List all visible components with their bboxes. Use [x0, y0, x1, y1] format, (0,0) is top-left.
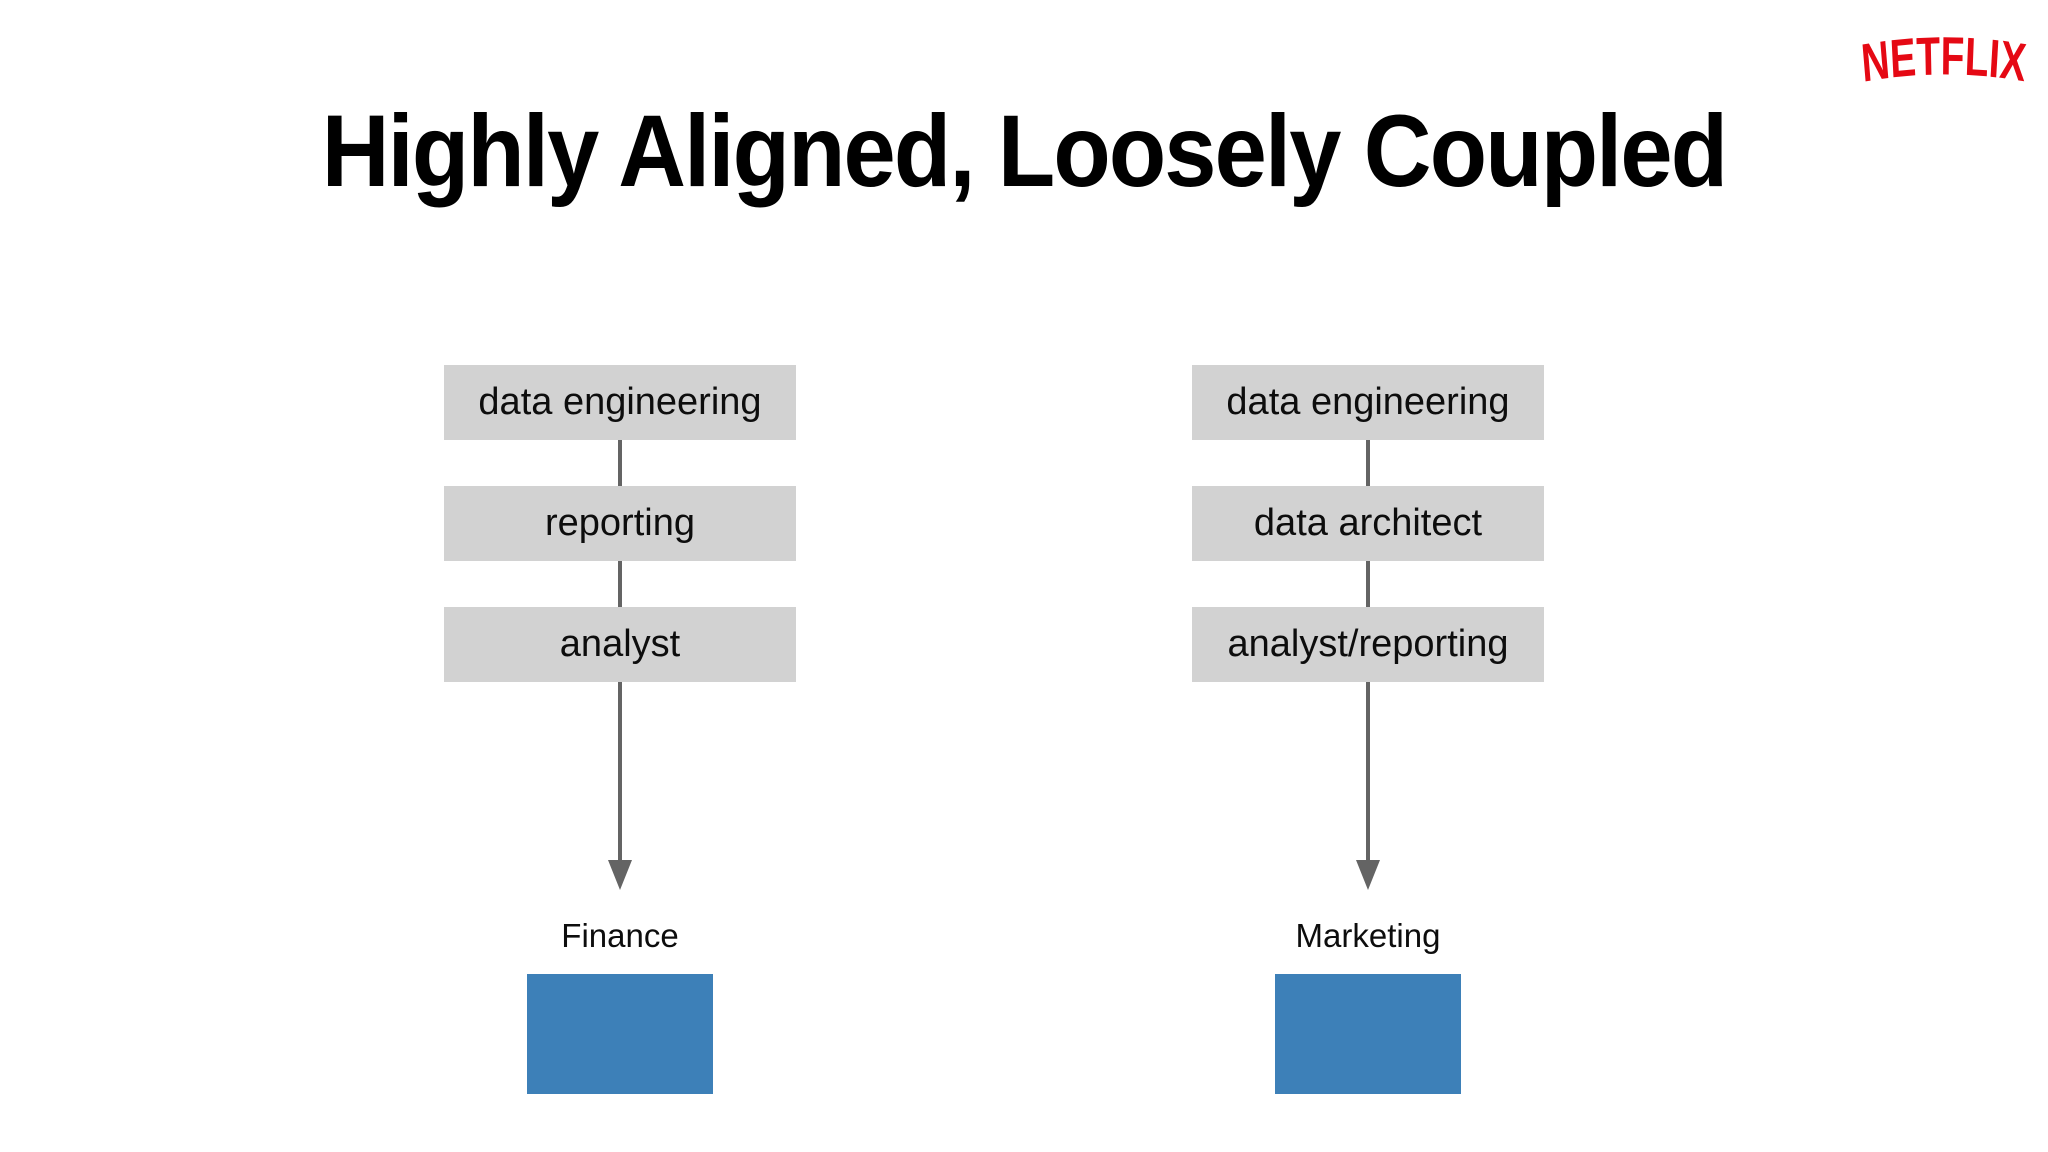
chain-node-analyst-reporting: analyst/reporting	[1192, 607, 1544, 682]
connector-line	[618, 561, 622, 607]
department-label-finance: Finance	[561, 917, 679, 954]
chain-node-data-engineering: data engineering	[1192, 365, 1544, 440]
flow-column-finance: data engineering reporting analyst Finan…	[444, 365, 796, 1094]
chain-node-analyst: analyst	[444, 607, 796, 682]
connector-line	[1366, 440, 1370, 486]
svg-text:NETFLIX: NETFLIX	[1860, 36, 2029, 92]
department-box-marketing	[1275, 974, 1461, 1094]
arrow-down-icon	[608, 682, 632, 890]
netflix-logo: NETFLIX	[1860, 36, 2029, 92]
flow-column-marketing: data engineering data architect analyst/…	[1192, 365, 1544, 1094]
connector-line	[1366, 561, 1370, 607]
arrow-down-icon	[1356, 682, 1380, 890]
chain-node-reporting: reporting	[444, 486, 796, 561]
chain-node-data-architect: data architect	[1192, 486, 1544, 561]
connector-line	[618, 440, 622, 486]
department-box-finance	[527, 974, 713, 1094]
department-label-marketing: Marketing	[1295, 917, 1441, 954]
page-title: Highly Aligned, Loosely Coupled	[321, 94, 1728, 208]
chain-node-data-engineering: data engineering	[444, 365, 796, 440]
netflix-logo-text: NETFLIX	[1860, 36, 2029, 92]
